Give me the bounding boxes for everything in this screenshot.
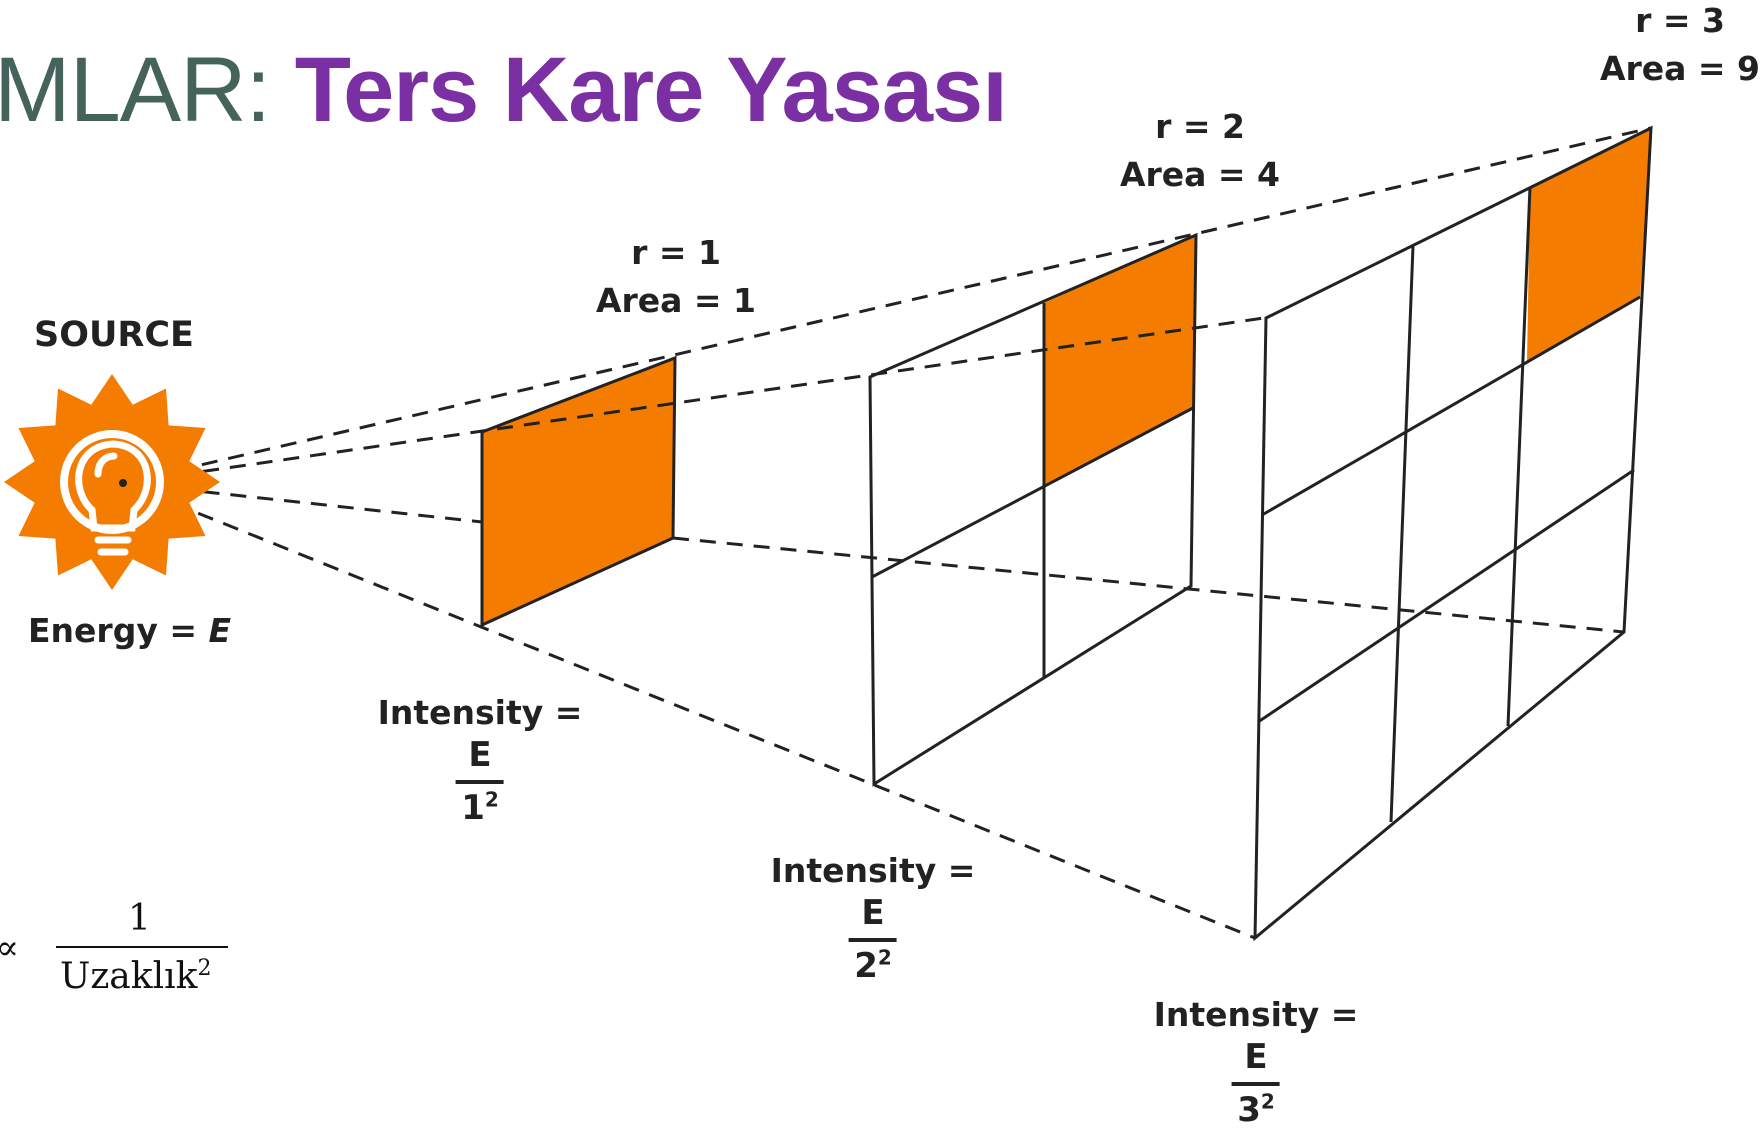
intensity3-heading: Intensity =: [1153, 995, 1359, 1034]
slide-title: MLAR: Ters Kare Yasası: [0, 39, 1008, 141]
r1-label: r = 1: [631, 233, 721, 272]
intensity1-numerator: E: [468, 735, 492, 775]
proportional-symbol: ∝: [0, 928, 20, 968]
source-label: SOURCE: [34, 315, 194, 355]
surface1-grid: [480, 355, 677, 628]
area2-label: Area = 4: [1119, 155, 1281, 194]
formula-denominator: Uzaklık2: [60, 956, 212, 997]
energy-text: Energy =: [28, 611, 209, 650]
area1-label: Area = 1: [595, 281, 757, 320]
energy-label: Energy = E: [28, 614, 231, 647]
surface3-highlight-cell: [1527, 128, 1651, 362]
fraction-bar: [456, 780, 504, 785]
surface2-highlight-cell: [1044, 235, 1196, 486]
surface2-grid: [868, 232, 1198, 787]
intensity1-heading: Intensity =: [377, 693, 583, 732]
surface1-cell: [482, 358, 675, 625]
intensity3-numerator: E: [1244, 1037, 1268, 1077]
projection-lines: [122, 126, 1652, 940]
lightbulb-icon: [75, 440, 151, 556]
inverse-square-formula: ∝ 1 Uzaklık2: [0, 898, 236, 1008]
source-burst: [4, 374, 220, 590]
formula-fraction-bar: [56, 946, 228, 948]
fraction-bar: [849, 938, 897, 943]
intensity2-fraction: E 22: [849, 893, 897, 987]
intensity3-fraction: E 32: [1232, 1037, 1280, 1131]
intensity2-heading: Intensity =: [770, 851, 976, 890]
r3-label: r = 3: [1635, 1, 1725, 40]
fraction-bar: [1232, 1082, 1280, 1087]
formula-numerator: 1: [128, 898, 151, 939]
intensity3-label: Intensity = E 32: [1154, 998, 1359, 1130]
formula-exponent: 2: [197, 956, 212, 981]
r2-label: r = 2: [1155, 107, 1245, 146]
intensity3-denominator: 32: [1237, 1090, 1275, 1131]
area3-label: Area = 9: [1599, 49, 1760, 88]
energy-symbol: E: [208, 611, 231, 650]
inverse-square-diagram: [4, 125, 1653, 942]
intensity1-fraction: E 12: [456, 735, 504, 829]
intensity2-denominator: 22: [854, 946, 892, 987]
intensity1-denominator: 12: [461, 788, 499, 829]
intensity2-numerator: E: [861, 893, 885, 933]
source-point: [119, 479, 127, 487]
intensity1-label: Intensity = E 12: [378, 696, 583, 828]
intensity2-label: Intensity = E 22: [771, 854, 976, 986]
surface3-grid: [1253, 125, 1653, 942]
